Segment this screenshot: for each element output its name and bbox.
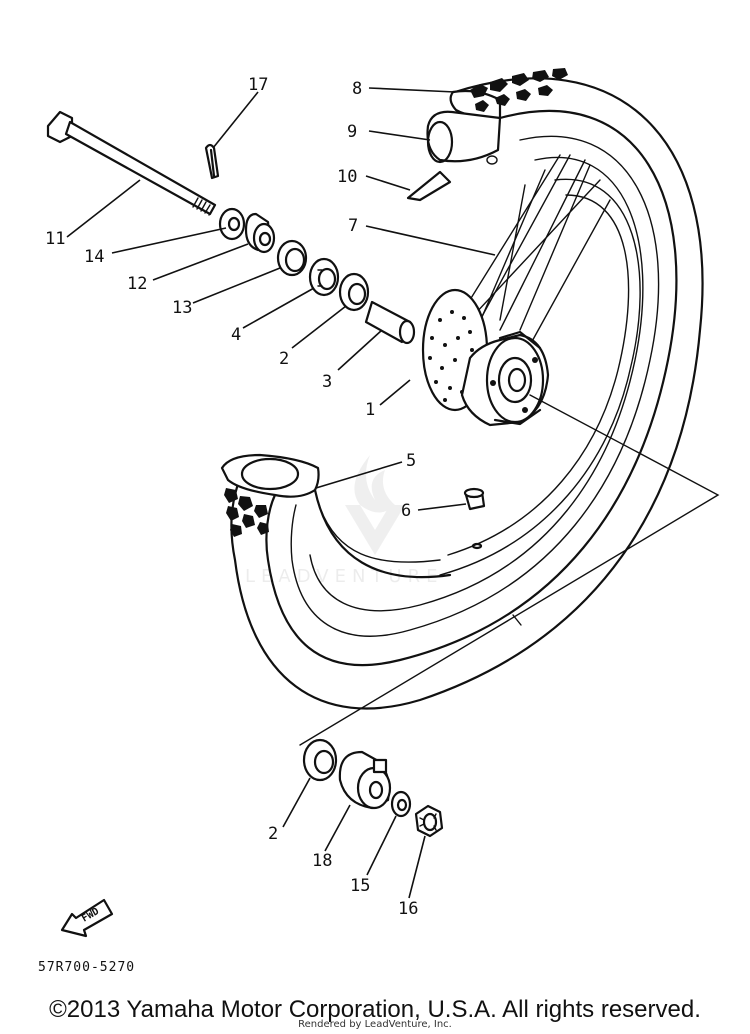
- axle-thread: [192, 197, 215, 216]
- washer-14: [218, 207, 246, 241]
- spacer-3: [364, 300, 416, 345]
- rendered-by-note: Rendered by LeadVenture, Inc.: [298, 1019, 452, 1030]
- meter-gear-assembly-18: [338, 750, 392, 810]
- callout-2-lower: 2: [268, 824, 278, 844]
- callout-13: 13: [172, 298, 192, 318]
- axle-11: [46, 110, 217, 216]
- callout-14: 14: [84, 247, 104, 267]
- callout-7: 7: [348, 216, 358, 236]
- rim-band-10: [406, 170, 452, 202]
- callout-4: 4: [231, 325, 241, 345]
- axle-centerline: [299, 394, 720, 746]
- oil-seal-13: [276, 239, 308, 277]
- collar-12: [244, 212, 276, 254]
- callout-2-upper: 2: [279, 349, 289, 369]
- bearing-2-upper: [338, 272, 370, 312]
- callout-labels: 8 9 10 7 17 11 14 12 13 4 2 3 1 5 6 2 18…: [45, 75, 418, 919]
- callout-10: 10: [337, 167, 357, 187]
- copyright-notice: ©2013 Yamaha Motor Corporation, U.S.A. A…: [49, 996, 701, 1023]
- callout-17: 17: [248, 75, 268, 95]
- rim-5: [313, 178, 641, 579]
- callout-11: 11: [45, 229, 65, 249]
- callout-1: 1: [365, 400, 375, 420]
- tread-pattern-bottom: [224, 488, 269, 537]
- callout-15: 15: [350, 876, 370, 896]
- callout-16: 16: [398, 899, 418, 919]
- callout-3: 3: [322, 372, 332, 392]
- tire-8: [220, 68, 704, 710]
- cotter-pin-17: [204, 143, 220, 180]
- bearing-2-lower: [302, 738, 338, 782]
- callout-5: 5: [406, 451, 416, 471]
- callout-8: 8: [352, 79, 362, 99]
- valve-cap-6: [463, 487, 486, 550]
- rim-band-9: [426, 110, 502, 165]
- nut-16: [414, 804, 444, 838]
- callout-12: 12: [127, 274, 147, 294]
- callout-18: 18: [312, 851, 332, 871]
- collar-15: [390, 790, 412, 818]
- hub-1: [421, 288, 550, 427]
- bearing-4: [308, 257, 340, 297]
- fwd-arrow-icon: FWD: [60, 898, 114, 938]
- leadventure-watermark-logo: [345, 455, 405, 555]
- tread-pattern-top: [470, 68, 568, 112]
- callout-9: 9: [347, 122, 357, 142]
- leader-lines: [66, 87, 496, 899]
- diagram-part-number: 57R700-5270: [38, 960, 135, 975]
- watermark-text: LEADVENTURE: [245, 566, 443, 587]
- callout-6: 6: [401, 501, 411, 521]
